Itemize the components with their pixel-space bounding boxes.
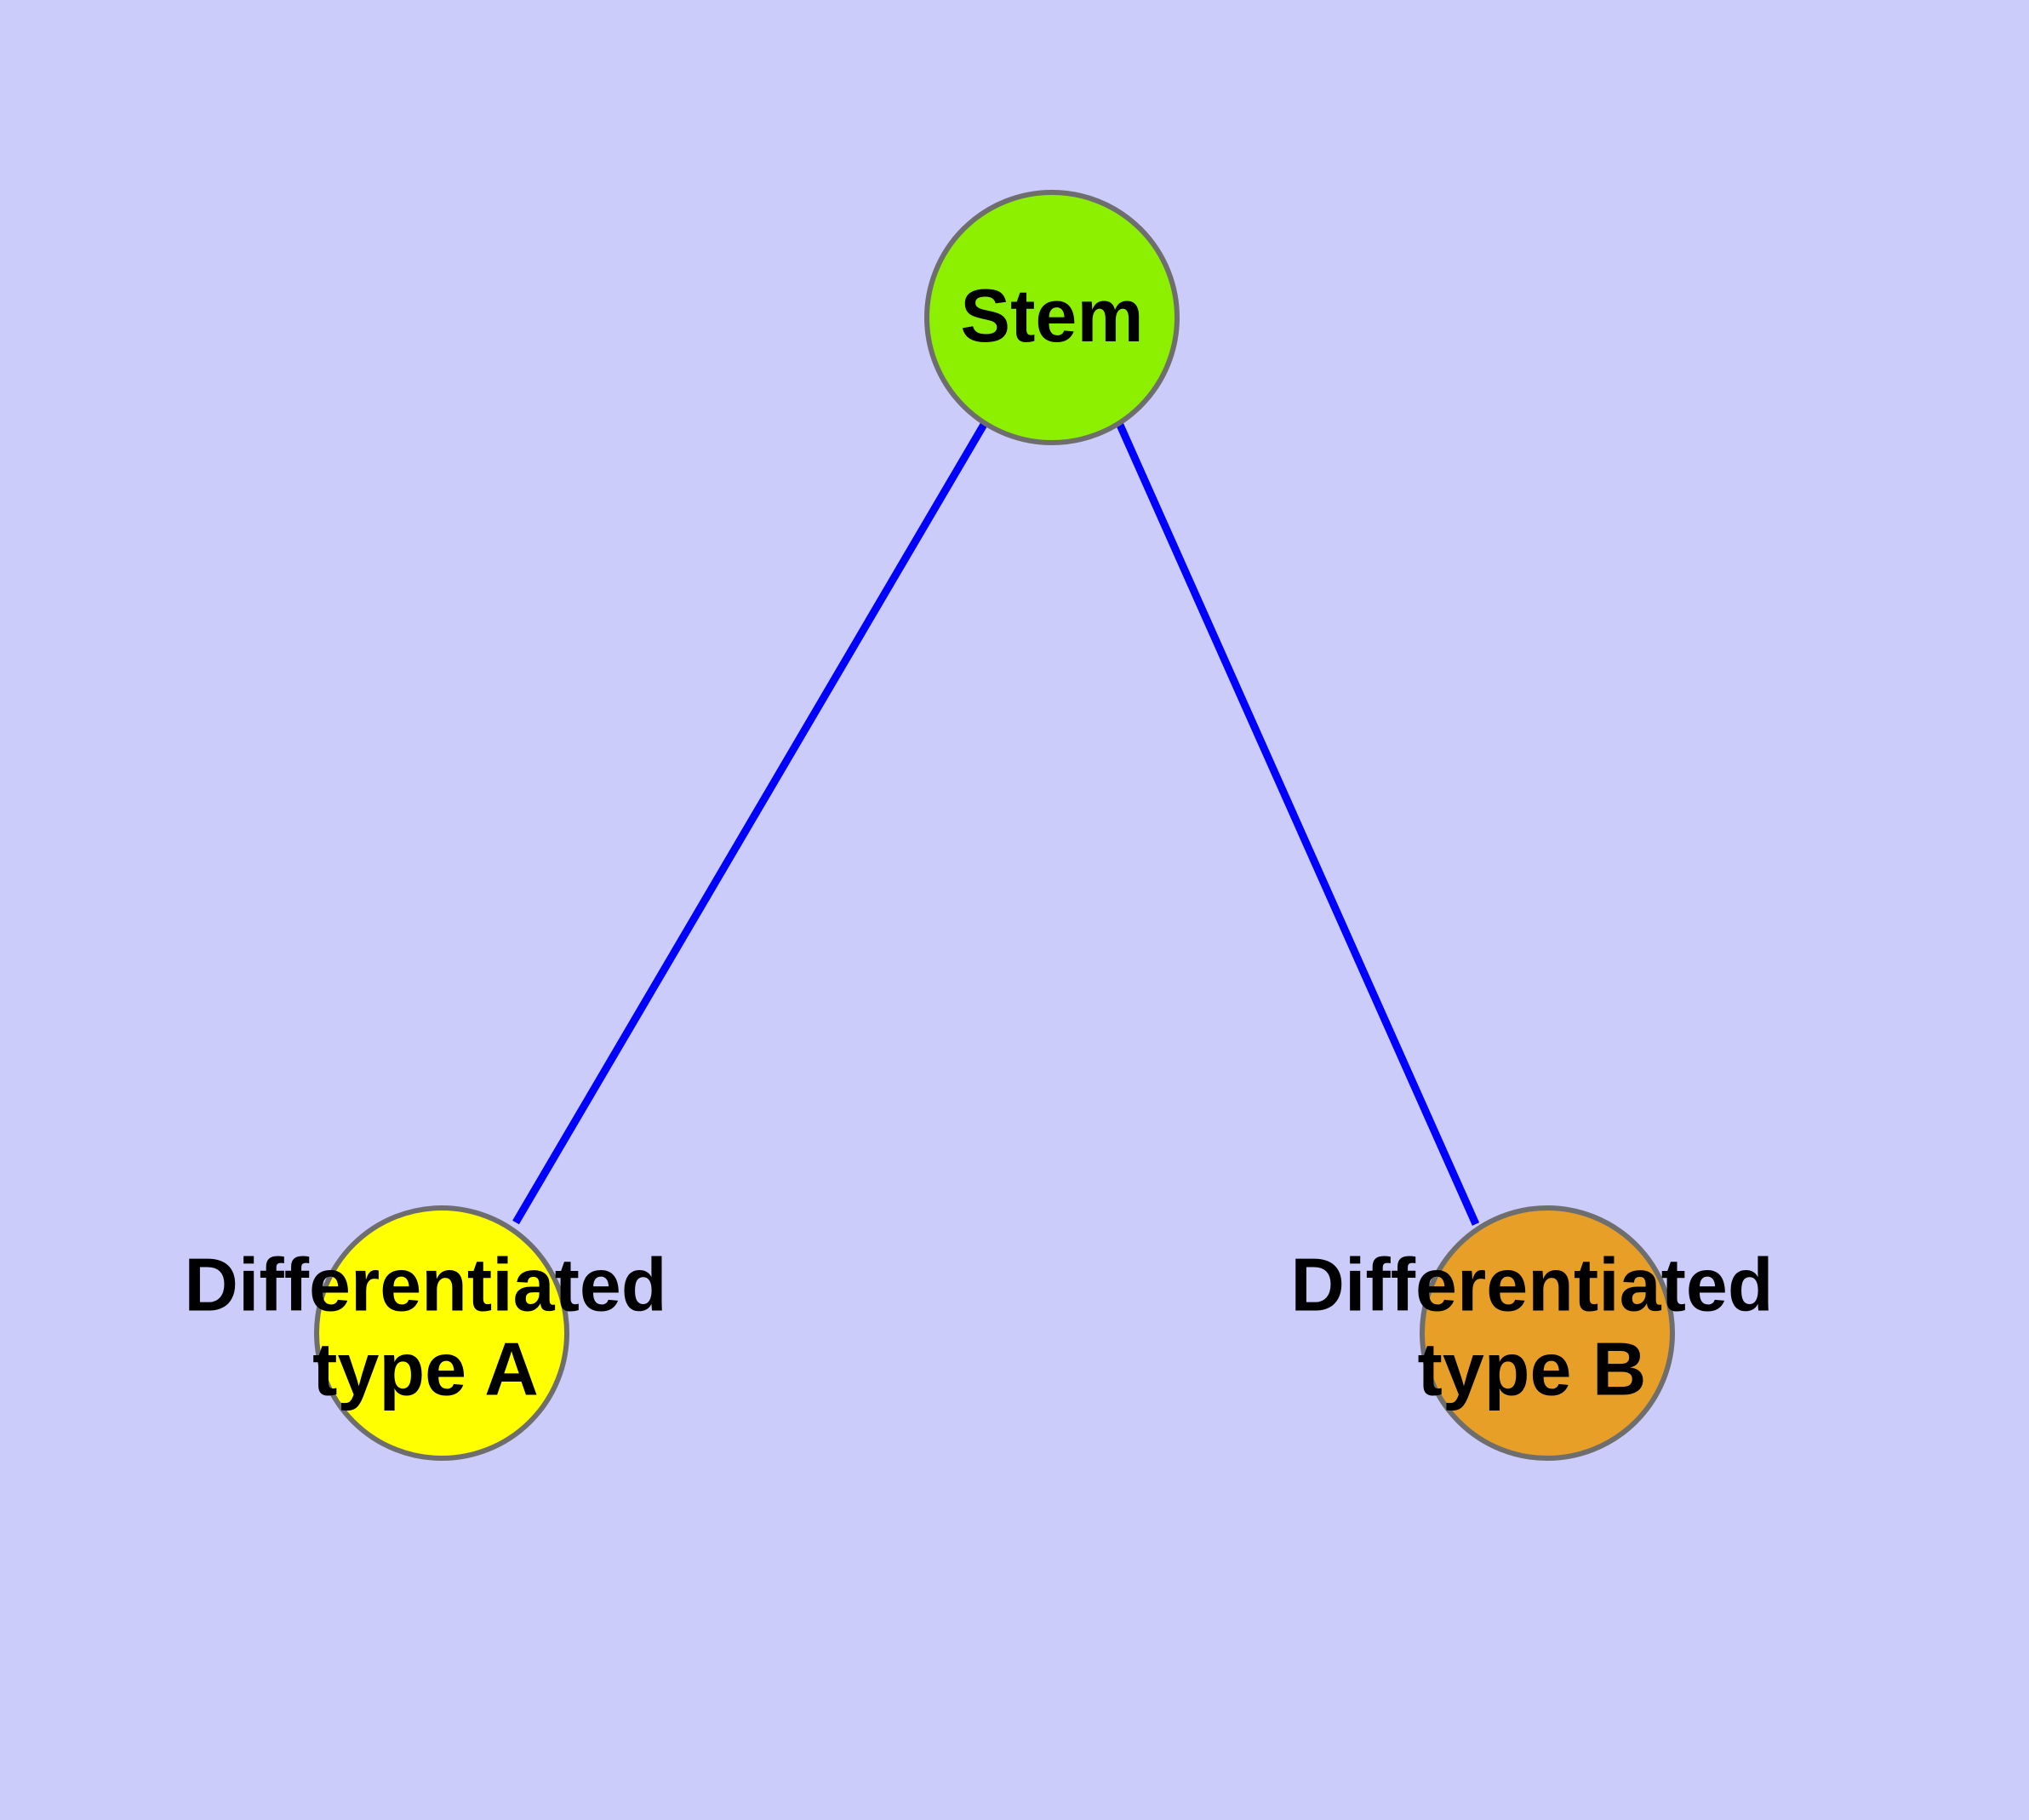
node-label-line: Differentiated	[1290, 1243, 1773, 1327]
edge-stem-to-diff-a[interactable]	[512, 421, 988, 1225]
node-label-line: Differentiated	[184, 1243, 666, 1327]
node-label-line: Stem	[960, 273, 1143, 358]
edges-layer	[512, 421, 1480, 1226]
edge-stem-to-diff-b[interactable]	[1115, 421, 1480, 1226]
node-label-line: type B	[1418, 1327, 1647, 1411]
node-label-stem: Stem	[960, 273, 1143, 358]
node-differentiated-type-b[interactable]	[1420, 1205, 1675, 1461]
nodes-layer	[314, 190, 1675, 1461]
node-label-line: type A	[312, 1327, 539, 1411]
node-differentiated-type-a[interactable]	[314, 1205, 569, 1461]
node-stem[interactable]	[924, 190, 1180, 445]
